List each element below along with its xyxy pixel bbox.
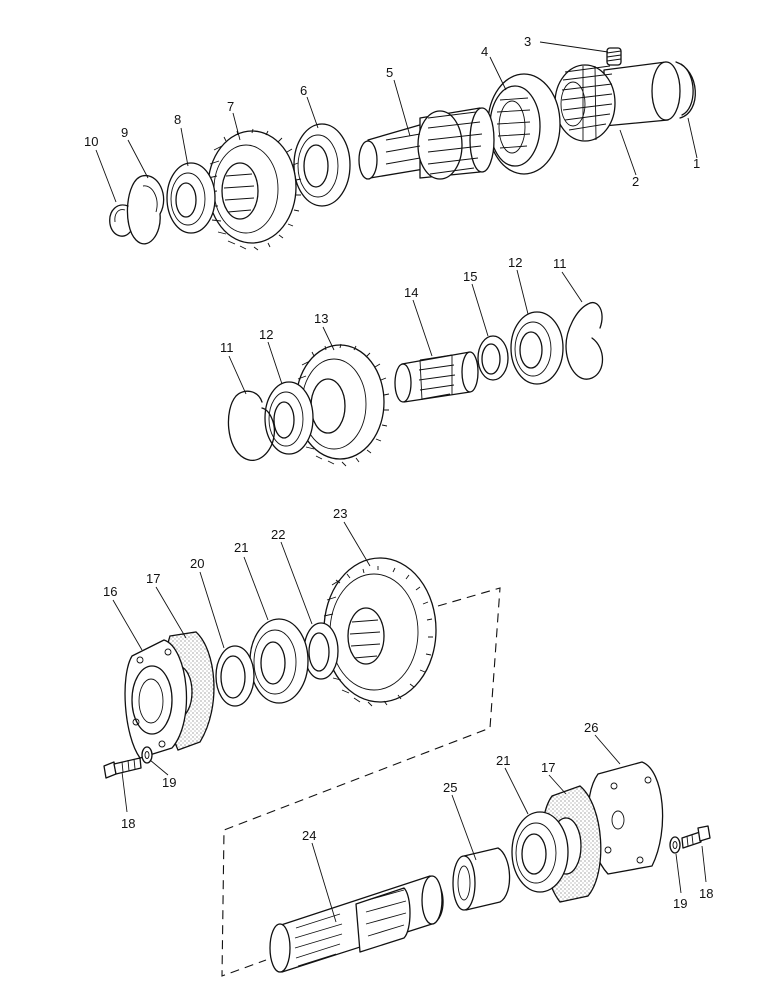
callout-14: 14 xyxy=(404,285,418,300)
callout-21-upper: 21 xyxy=(234,540,248,555)
callout-2: 2 xyxy=(632,174,639,189)
part-16-bearing-housing xyxy=(124,639,188,759)
output-gear-assembly xyxy=(103,557,711,977)
part-2-splined-coupling xyxy=(554,61,681,142)
part-25-sleeve xyxy=(452,847,511,911)
callout-12-left: 12 xyxy=(259,327,273,342)
part-21-bearing-lower xyxy=(511,811,569,893)
callout-19-right: 19 xyxy=(673,896,687,911)
part-11-circlip-right xyxy=(565,302,604,380)
callout-10: 10 xyxy=(84,134,98,149)
part-3-grub-screw xyxy=(606,47,622,66)
callout-7: 7 xyxy=(227,99,234,114)
callout-6: 6 xyxy=(300,83,307,98)
part-22-spacer xyxy=(303,622,339,680)
callout-labels: 1 2 3 4 5 6 7 8 9 10 11 12 15 14 13 12 1… xyxy=(84,34,713,911)
part-8-bearing xyxy=(166,162,216,234)
part-12-bearing-right xyxy=(510,311,564,385)
idler-gear-assembly xyxy=(227,302,604,467)
callout-21-lower: 21 xyxy=(496,753,510,768)
part-4-synchro-ring xyxy=(487,73,561,175)
part-14-splined-shaft xyxy=(394,351,479,403)
part-6-bearing xyxy=(293,123,351,207)
callout-9: 9 xyxy=(121,125,128,140)
callout-3: 3 xyxy=(524,34,531,49)
part-23-large-gear xyxy=(322,557,437,707)
callout-11-left: 11 xyxy=(220,340,234,355)
part-19-washer-right xyxy=(669,836,681,854)
callout-17-upper: 17 xyxy=(146,571,160,586)
part-21-bearing-upper xyxy=(249,618,309,704)
part-19-washer-left xyxy=(141,746,153,764)
part-9-circlip xyxy=(126,175,165,245)
callout-5: 5 xyxy=(386,65,393,80)
callout-24: 24 xyxy=(302,828,316,843)
callout-22: 22 xyxy=(271,527,285,542)
callout-4: 4 xyxy=(481,44,488,59)
part-7-gear xyxy=(207,128,302,251)
callout-15: 15 xyxy=(463,269,477,284)
part-11-circlip-left xyxy=(227,390,276,461)
callout-19-left: 19 xyxy=(162,775,176,790)
part-10-circlip xyxy=(109,204,131,237)
part-1-snap-ring xyxy=(675,61,696,119)
part-18-bolt-left xyxy=(103,757,142,779)
callout-13: 13 xyxy=(314,311,328,326)
alignment-dashed-line xyxy=(221,587,501,977)
part-24-output-shaft xyxy=(269,875,444,973)
callout-1: 1 xyxy=(693,156,700,171)
part-15-spacer xyxy=(477,335,509,381)
callout-17-lower: 17 xyxy=(541,760,555,775)
callout-16: 16 xyxy=(103,584,117,599)
callout-26: 26 xyxy=(584,720,598,735)
callout-8: 8 xyxy=(174,112,181,127)
callout-11-right: 11 xyxy=(553,256,567,271)
part-18-bolt-right xyxy=(681,825,711,849)
callout-25: 25 xyxy=(443,780,457,795)
callout-18-left: 18 xyxy=(121,816,135,831)
callout-12-right: 12 xyxy=(508,255,522,270)
leader-lines xyxy=(95,41,707,923)
part-5-splined-shaft xyxy=(358,107,495,180)
callout-20: 20 xyxy=(190,556,204,571)
part-12-bearing-left xyxy=(264,381,314,455)
upper-shaft-assembly xyxy=(109,47,696,251)
callout-18-right: 18 xyxy=(699,886,713,901)
callout-23: 23 xyxy=(333,506,347,521)
part-20-spacer-ring xyxy=(215,645,255,707)
